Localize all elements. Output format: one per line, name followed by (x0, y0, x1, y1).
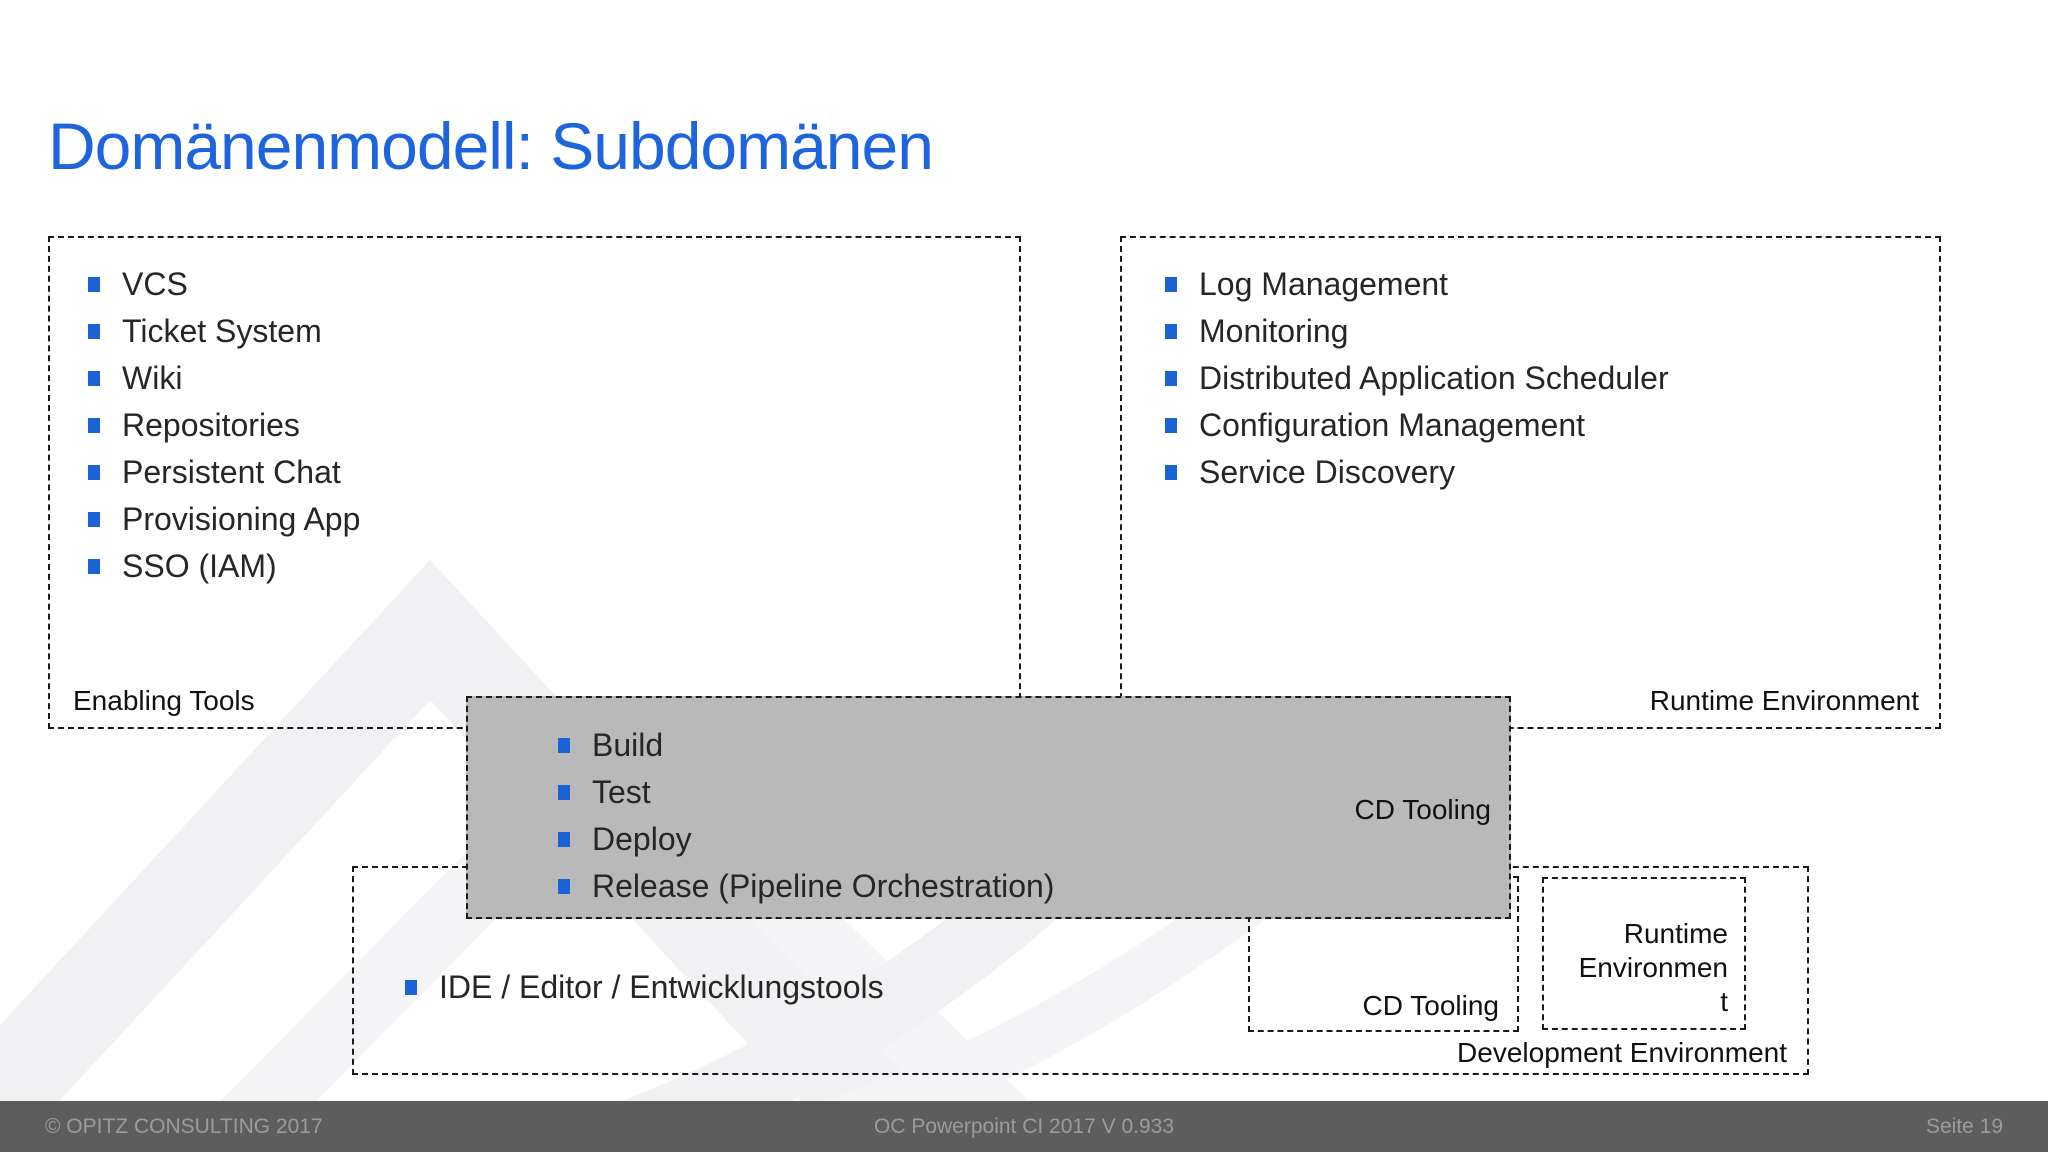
list-item: Deploy (558, 816, 1054, 863)
list-item: Monitoring (1165, 308, 1669, 355)
list-item: Ticket System (88, 308, 360, 355)
bullet-icon (1165, 277, 1177, 292)
bullet-icon (88, 418, 100, 433)
enabling-tools-label: Enabling Tools (73, 685, 255, 716)
list-item: SSO (IAM) (88, 543, 360, 590)
list-item: Distributed Application Scheduler (1165, 355, 1669, 402)
bullet-icon (558, 879, 570, 894)
list-item: Service Discovery (1165, 449, 1669, 496)
list-item: VCS (88, 261, 360, 308)
list-item-label: Release (Pipeline Orchestration) (592, 868, 1055, 904)
bullet-icon (1165, 418, 1177, 433)
bullet-icon (1165, 371, 1177, 386)
list-item-label: Persistent Chat (122, 454, 341, 490)
runtime-environment-list: Log Management Monitoring Distributed Ap… (1165, 261, 1669, 496)
list-item-label: Wiki (122, 360, 183, 396)
bullet-icon (1165, 465, 1177, 480)
bullet-icon (1165, 324, 1177, 339)
list-item-label: Configuration Management (1199, 407, 1586, 443)
list-item: Log Management (1165, 261, 1669, 308)
footer-copyright: © OPITZ CONSULTING 2017 (45, 1114, 323, 1138)
runtime-inner-line: Runtime (1623, 918, 1728, 949)
list-item-label: Log Management (1199, 266, 1449, 302)
runtime-inner-line: Environmen (1578, 952, 1728, 983)
list-item: Configuration Management (1165, 402, 1669, 449)
bullet-icon (558, 832, 570, 847)
list-item-label: Monitoring (1199, 313, 1349, 349)
list-item: Provisioning App (88, 496, 360, 543)
bullet-icon (88, 277, 100, 292)
list-item-label: Ticket System (122, 313, 322, 349)
bullet-icon (88, 371, 100, 386)
list-item-label: Test (592, 774, 651, 810)
bullet-icon (405, 980, 417, 995)
list-item: IDE / Editor / Entwicklungstools (405, 964, 884, 1011)
bullet-icon (88, 324, 100, 339)
bullet-icon (558, 738, 570, 753)
list-item: Release (Pipeline Orchestration) (558, 863, 1054, 910)
slide-title: Domänenmodell: Subdomänen (48, 109, 934, 183)
bullet-icon (88, 465, 100, 480)
list-item-label: Build (592, 727, 664, 763)
footer-page-number: Seite 19 (1925, 1114, 2003, 1138)
bullet-icon (558, 785, 570, 800)
enabling-tools-list: VCS Ticket System Wiki Repositories Pers… (88, 261, 360, 590)
cd-tooling-list: Build Test Deploy Release (Pipeline Orch… (558, 722, 1054, 910)
list-item-label: Distributed Application Scheduler (1199, 360, 1669, 396)
bullet-icon (88, 559, 100, 574)
footer-bar: OC Powerpoint CI 2017 V 0.933 © OPITZ CO… (0, 1101, 2048, 1152)
list-item-label: SSO (IAM) (122, 548, 277, 584)
list-item-label: IDE / Editor / Entwicklungstools (439, 969, 884, 1005)
runtime-environment-label: Runtime Environment (1649, 685, 1919, 716)
development-environment-list: IDE / Editor / Entwicklungstools (405, 964, 884, 1011)
list-item-label: Service Discovery (1199, 454, 1456, 490)
list-item: Build (558, 722, 1054, 769)
list-item-label: VCS (122, 266, 188, 302)
development-environment-label: Development Environment (1457, 1037, 1787, 1068)
runtime-environment-inner-box: Runtime Environmen t (1542, 877, 1746, 1030)
cd-tooling-label: CD Tooling (1354, 794, 1491, 825)
runtime-environment-box: Runtime Environment (1120, 236, 1941, 729)
runtime-inner-line: t (1720, 986, 1728, 1017)
list-item: Wiki (88, 355, 360, 402)
list-item: Persistent Chat (88, 449, 360, 496)
list-item-label: Repositories (122, 407, 300, 443)
list-item: Repositories (88, 402, 360, 449)
runtime-environment-inner-label: Runtime Environmen t (1579, 917, 1728, 1019)
bullet-icon (88, 512, 100, 527)
list-item-label: Deploy (592, 821, 692, 857)
list-item: Test (558, 769, 1054, 816)
footer-version-text: OC Powerpoint CI 2017 V 0.933 (873, 1114, 1174, 1138)
list-item-label: Provisioning App (122, 501, 361, 537)
cd-tooling-inner-label: CD Tooling (1362, 990, 1499, 1021)
